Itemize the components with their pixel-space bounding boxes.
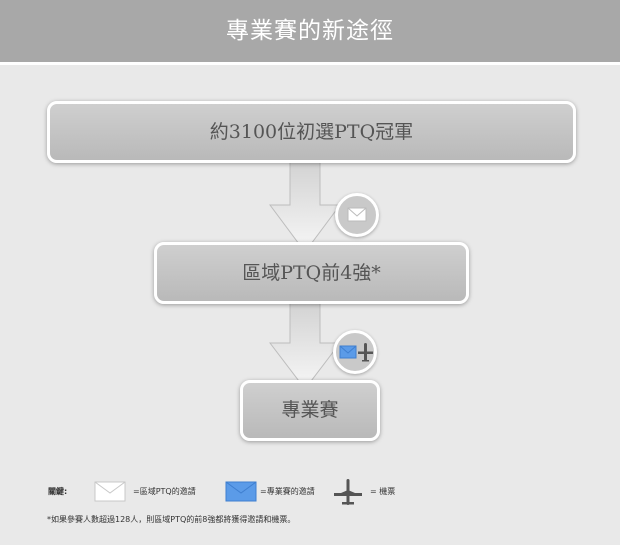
flow-step-regional-top4: 區域PTQ前4強*	[154, 242, 469, 304]
envelope-white-icon	[347, 207, 367, 222]
legend-label-pro-tour-invite: =專業賽的邀請	[260, 487, 315, 496]
envelope-white-icon	[94, 481, 126, 502]
legend: 關鍵: =區域PTQ的邀請 =專業賽的邀請 = 機票	[48, 478, 608, 506]
flow-step-pro-tour: 專業賽	[240, 380, 380, 441]
legend-label-airfare: = 機票	[370, 487, 396, 496]
page-title: 專業賽的新途徑	[0, 0, 620, 65]
footnote: *如果參賽人數超過128人，則區域PTQ的前8強都將獲得邀請和機票。	[47, 515, 296, 524]
legend-label-regional-invite: =區域PTQ的邀請	[133, 487, 196, 496]
airplane-icon	[358, 343, 373, 362]
envelope-blue-icon	[225, 481, 257, 502]
flow-step-ptq-champions: 約3100位初選PTQ冠軍	[47, 101, 576, 163]
invite-badge-pro-tour	[333, 330, 377, 374]
airplane-icon	[334, 479, 362, 505]
invite-badge-regional	[335, 193, 379, 237]
envelope-blue-icon	[339, 345, 357, 359]
arrow-1	[269, 160, 341, 253]
legend-title: 關鍵:	[48, 487, 68, 496]
arrow-2	[268, 301, 342, 390]
